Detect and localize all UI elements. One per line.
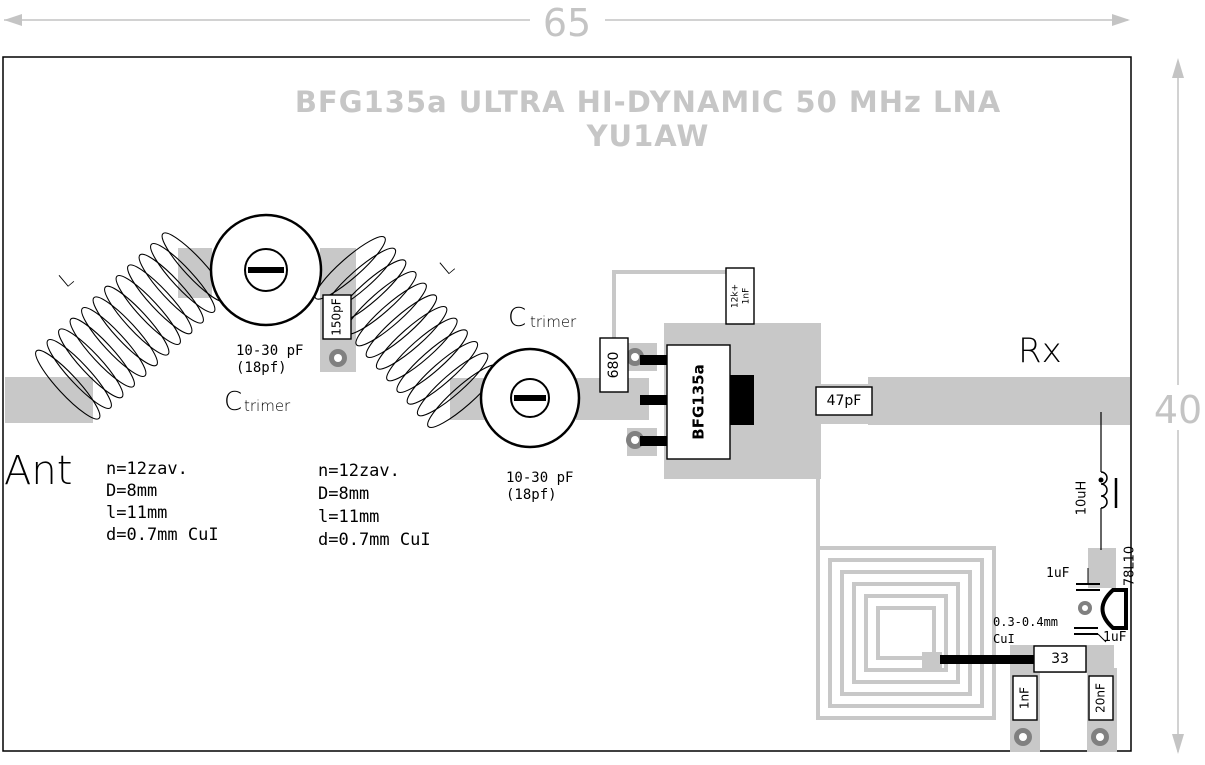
coil1-diameter: D=8mm [106, 481, 157, 501]
feedback-c-label: 1nF [742, 288, 752, 305]
feedback-rc[interactable]: 12k+ 1nF [725, 267, 755, 325]
trimmer2-slot-icon [514, 395, 546, 401]
height-label: 40 [1154, 388, 1202, 432]
resistor-33-label: 33 [1051, 651, 1069, 667]
coil-turn [365, 294, 438, 358]
coil-turn [127, 264, 193, 335]
coil-turn [396, 329, 468, 393]
coil-turn [104, 285, 170, 356]
coil-turn [81, 307, 147, 377]
c-trimmer-1-sub: trimer [244, 397, 291, 415]
board-title: BFG135a ULTRA HI-DYNAMIC 50 MHz LNA [295, 85, 1001, 119]
reg-pad-top [1088, 548, 1116, 588]
coil-turn [46, 339, 112, 409]
capacitor-1uf-top[interactable]: 1uF [1046, 566, 1100, 591]
c-trimmer-2-sub: trimer [530, 313, 577, 331]
coil1-length: l=11mm [106, 503, 167, 523]
coil1-turns: n=12zav. [106, 459, 188, 479]
c-trimmer-1-label: C [224, 387, 242, 417]
regulator-78l10[interactable]: 78L10 [1100, 546, 1138, 630]
coil-turn [406, 341, 479, 405]
capacitor-1uf-bottom[interactable]: 1uF [1074, 627, 1127, 645]
capacitor-20nf[interactable]: 20nF [1088, 675, 1114, 721]
coil-turn [69, 317, 135, 388]
width-label: 65 [543, 1, 591, 45]
capacitor-150pf[interactable]: 150pF [322, 294, 352, 340]
choke-label: 10uH [1075, 481, 1090, 516]
dimension-height: 40 [1154, 58, 1202, 754]
coil-turn [35, 349, 101, 420]
trimmer2-value: 10-30 pF [506, 470, 573, 486]
capacitor-150pf-label: 150pF [330, 298, 344, 336]
coil-turn [386, 317, 458, 382]
dimension-width: 65 [4, 1, 1130, 45]
spiral-wire-material: CuI [993, 632, 1015, 646]
trimmer1-slot-icon [248, 267, 284, 273]
coil-turn [138, 253, 204, 324]
capacitor-1nf-label: 1nF [1018, 687, 1032, 709]
trimmer2-nominal: (18pf) [506, 487, 557, 503]
regulator-label: 78L10 [1123, 546, 1138, 586]
spiral-jumper [940, 655, 1034, 664]
ant-pad [5, 377, 93, 423]
coil-turn [92, 296, 158, 367]
coil2-spec: n=12zav. D=8mm l=11mm d=0.7mm CuI [318, 461, 431, 550]
ant-label: Ant [4, 448, 72, 494]
resistor-680[interactable]: 680 [599, 337, 629, 393]
c-trimmer-2-label: C [508, 303, 526, 333]
board-author: YU1AW [586, 119, 710, 153]
coil-turn [58, 328, 124, 399]
coil-turn [355, 282, 427, 347]
transistor-label: BFG135a [690, 364, 708, 439]
coil2-length: l=11mm [318, 507, 379, 527]
resistor-33[interactable]: 33 [1033, 645, 1087, 673]
capacitor-47pf[interactable]: 47pF [815, 386, 873, 416]
capacitor-1nf[interactable]: 1nF [1012, 675, 1038, 721]
coil2-diameter: D=8mm [318, 484, 369, 504]
coil2-wire: d=0.7mm CuI [318, 530, 431, 550]
trimmer1-pad-left [178, 248, 212, 298]
vias [329, 348, 1109, 746]
resistor-680-label: 680 [606, 352, 622, 379]
transistor-bfg135a[interactable]: BFG135a [640, 344, 754, 460]
coil-turn [115, 275, 181, 345]
spiral-wire-spec: 0.3-0.4mm [993, 615, 1058, 629]
trimmer-capacitor-1[interactable] [209, 213, 323, 327]
rx-pad [868, 377, 1130, 425]
rx-label: Rx [1018, 331, 1062, 371]
trimmer1-nominal: (18pf) [236, 360, 287, 376]
capacitor-20nf-label: 20nF [1094, 683, 1108, 713]
feedback-r-label: 12k+ [731, 284, 741, 308]
coil-turn [150, 243, 216, 313]
coil1-spec: n=12zav. D=8mm l=11mm d=0.7mm CuI [106, 459, 219, 545]
capacitor-1uf-top-label: 1uF [1046, 566, 1070, 581]
coil-turn [375, 306, 448, 370]
trimmer1-value: 10-30 pF [236, 343, 303, 359]
spiral-inductor [816, 546, 996, 720]
coil2-mark: L [435, 254, 459, 280]
coil-turn [416, 352, 489, 417]
coil1-wire: d=0.7mm CuI [106, 525, 219, 545]
choke-10uh[interactable]: 10uH [1075, 412, 1118, 550]
transistor-tab [730, 375, 754, 425]
trimmer-capacitor-2[interactable] [479, 347, 581, 449]
coil2-turns: n=12zav. [318, 461, 400, 481]
capacitor-1uf-bottom-label: 1uF [1103, 630, 1127, 645]
coil-turn [314, 236, 386, 300]
coil1-mark: L [54, 267, 78, 293]
board-outline [2, 56, 1132, 752]
capacitor-47pf-label: 47pF [827, 393, 862, 409]
